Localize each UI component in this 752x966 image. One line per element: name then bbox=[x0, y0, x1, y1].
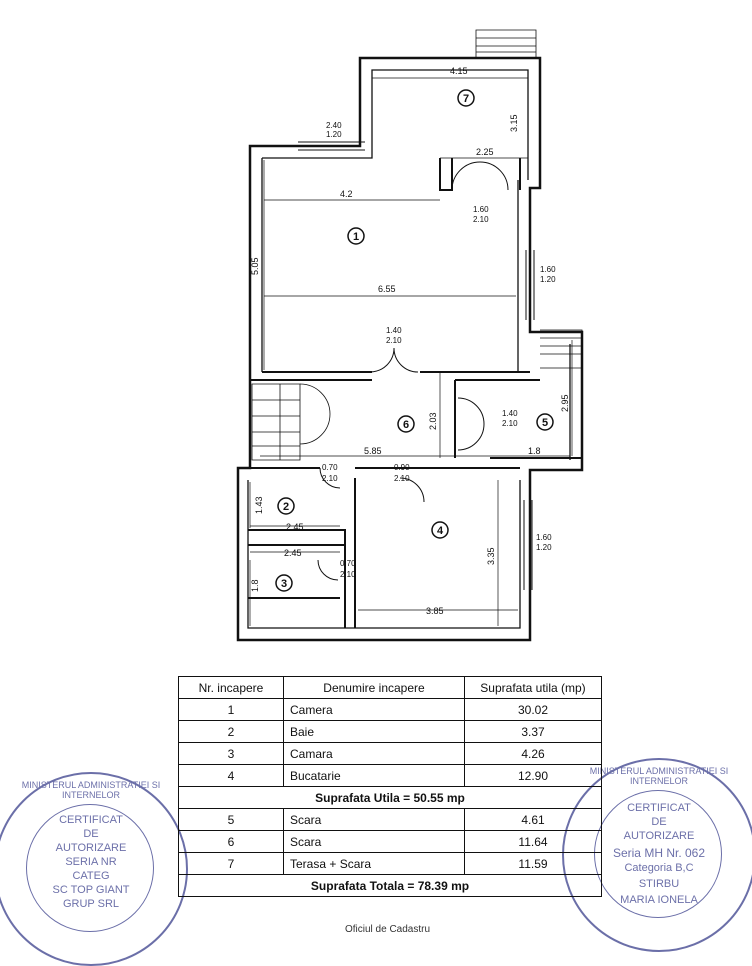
table-row: 7 Terasa + Scara 11.59 bbox=[178, 852, 602, 875]
room-number: 6 bbox=[403, 419, 409, 431]
dim-label: 1.20 bbox=[536, 543, 552, 552]
dim-label: 2.10 bbox=[386, 336, 402, 345]
stamp-text: Categoria B,C bbox=[624, 862, 694, 874]
cell-nr: 3 bbox=[178, 742, 284, 765]
cell-name: Scara bbox=[283, 808, 465, 831]
stamp-ring-text: MINISTERUL ADMINISTRATIEI SI INTERNELOR bbox=[21, 780, 161, 800]
cell-nr: 7 bbox=[178, 852, 284, 875]
cell-name: Baie bbox=[283, 720, 465, 743]
room-number: 2 bbox=[283, 501, 289, 513]
dim-label: 2.03 bbox=[428, 412, 438, 430]
total-cell: Suprafata Totala = 78.39 mp bbox=[178, 874, 602, 897]
dim-label: 2.10 bbox=[340, 570, 356, 579]
header-nr: Nr. incapere bbox=[178, 676, 284, 699]
dim-label: 4.2 bbox=[340, 189, 353, 199]
dim-label: 0.70 bbox=[322, 463, 338, 472]
stamp-text: AUTORIZARE bbox=[55, 842, 127, 854]
cell-area: 11.64 bbox=[464, 830, 602, 853]
stamp-text: DE bbox=[651, 816, 667, 828]
table-row: 1 Camera 30.02 bbox=[178, 698, 602, 721]
cell-area: 4.61 bbox=[464, 808, 602, 831]
dim-label: 2.10 bbox=[394, 474, 410, 483]
dim-label: 1.40 bbox=[502, 409, 518, 418]
table-row: 3 Camara 4.26 bbox=[178, 742, 602, 765]
dim-label: 5.05 bbox=[250, 257, 260, 275]
dim-label: 2.45 bbox=[286, 522, 304, 532]
dim-label: 3.85 bbox=[426, 606, 444, 616]
dim-label: 2.40 bbox=[326, 121, 342, 130]
dim-label: 0.70 bbox=[340, 559, 356, 568]
area-table: Nr. incapere Denumire incapere Suprafata… bbox=[178, 676, 602, 897]
cell-nr: 4 bbox=[178, 764, 284, 787]
cell-nr: 2 bbox=[178, 720, 284, 743]
cell-name: Terasa + Scara bbox=[283, 852, 465, 875]
stamp-text: MARIA IONELA bbox=[620, 894, 698, 906]
dim-label: 1.8 bbox=[528, 446, 541, 456]
stamp-text: DE bbox=[83, 828, 99, 840]
dim-label: 1.60 bbox=[473, 205, 489, 214]
dim-label: 2.10 bbox=[473, 215, 489, 224]
stamp-text: AUTORIZARE bbox=[623, 830, 695, 842]
dim-label: 1.20 bbox=[326, 130, 342, 139]
dim-label: 1.43 bbox=[254, 496, 264, 514]
room-number: 1 bbox=[353, 231, 359, 243]
room-markers: 1 2 3 4 5 6 7 bbox=[275, 89, 554, 592]
dim-label: 1.60 bbox=[536, 533, 552, 542]
floor-plan: 4.15 3.15 2.40 1.20 2.25 4.2 1.60 2.10 5… bbox=[236, 29, 584, 642]
total-row: Suprafata Totala = 78.39 mp bbox=[178, 874, 602, 897]
room-number: 4 bbox=[437, 525, 444, 537]
stamp-text: STIRBU bbox=[638, 878, 680, 890]
cell-nr: 5 bbox=[178, 808, 284, 831]
cell-area: 30.02 bbox=[464, 698, 602, 721]
dim-label: 1.60 bbox=[540, 265, 556, 274]
cell-name: Camara bbox=[283, 742, 465, 765]
room-number: 3 bbox=[281, 578, 287, 590]
footer-note: Oficiul de Cadastru bbox=[345, 924, 431, 935]
dim-label: 1.40 bbox=[386, 326, 402, 335]
stamp-text: CERTIFICAT bbox=[627, 802, 691, 814]
dim-label: 4.15 bbox=[450, 66, 468, 76]
subtotal-row: Suprafata Utila = 50.55 mp bbox=[178, 786, 602, 809]
cell-name: Bucatarie bbox=[283, 764, 465, 787]
dim-label: 5.85 bbox=[364, 446, 382, 456]
header-name: Denumire incapere bbox=[283, 676, 465, 699]
stamp-text: SC TOP GIANT bbox=[52, 884, 130, 896]
dim-label: 1.8 bbox=[250, 579, 260, 592]
cell-area: 4.26 bbox=[464, 742, 602, 765]
room-number: 5 bbox=[542, 417, 548, 429]
cell-nr: 1 bbox=[178, 698, 284, 721]
dim-label: 3.15 bbox=[509, 114, 519, 132]
stamp-ring-text: MINISTERUL ADMINISTRATIEI SI INTERNELOR bbox=[589, 766, 729, 786]
table-row: 5 Scara 4.61 bbox=[178, 808, 602, 831]
cell-area: 12.90 bbox=[464, 764, 602, 787]
table-row: 6 Scara 11.64 bbox=[178, 830, 602, 853]
dim-label: 2.95 bbox=[560, 394, 570, 412]
dim-label: 2.10 bbox=[502, 419, 518, 428]
stamp-left: MINISTERUL ADMINISTRATIEI SI INTERNELOR … bbox=[0, 772, 188, 966]
stamp-text: SERIA NR bbox=[65, 856, 117, 868]
table-row: 4 Bucatarie 12.90 bbox=[178, 764, 602, 787]
stamp-text: CERTIFICAT bbox=[59, 814, 123, 826]
cell-nr: 6 bbox=[178, 830, 284, 853]
table-row: 2 Baie 3.37 bbox=[178, 720, 602, 743]
cell-area: 3.37 bbox=[464, 720, 602, 743]
dim-label: 2.10 bbox=[322, 474, 338, 483]
dim-label: 0.90 bbox=[394, 463, 410, 472]
dim-label: 6.55 bbox=[378, 284, 396, 294]
room-number: 7 bbox=[463, 93, 469, 105]
stamp-text: Seria MH Nr. 062 bbox=[612, 846, 706, 860]
dim-label: 2.25 bbox=[476, 147, 494, 157]
stamp-text: CATEG bbox=[72, 870, 110, 882]
cell-area: 11.59 bbox=[464, 852, 602, 875]
dim-label: 1.20 bbox=[540, 275, 556, 284]
table-header-row: Nr. incapere Denumire incapere Suprafata… bbox=[178, 676, 602, 699]
subtotal-cell: Suprafata Utila = 50.55 mp bbox=[178, 786, 602, 809]
header-area: Suprafata utila (mp) bbox=[464, 676, 602, 699]
cell-name: Camera bbox=[283, 698, 465, 721]
stamp-text: GRUP SRL bbox=[62, 898, 120, 910]
cell-name: Scara bbox=[283, 830, 465, 853]
dim-label: 3.35 bbox=[486, 547, 496, 565]
dim-label: 2.45 bbox=[284, 548, 302, 558]
